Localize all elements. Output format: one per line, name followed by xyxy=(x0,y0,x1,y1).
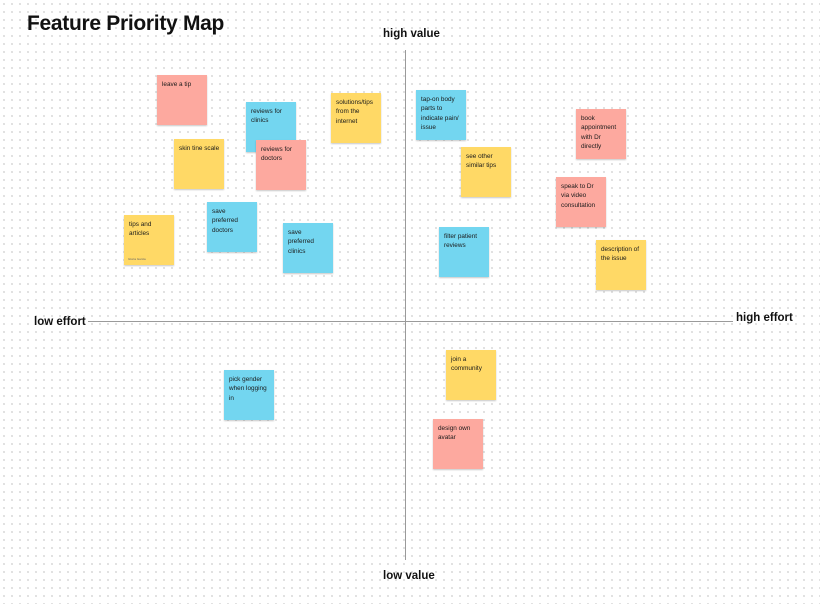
sticky-note-tap-on-body-parts[interactable]: tap-on body parts to indicate pain/ issu… xyxy=(416,90,466,140)
sticky-note-filter-patient-reviews[interactable]: filter patient reviews xyxy=(439,227,489,277)
sticky-note-text: leave a tip xyxy=(162,81,192,88)
sticky-note-text: reviews for clinics xyxy=(251,108,282,125)
sticky-note-text: solutions/tips from the internet xyxy=(336,99,373,125)
sticky-note-description-of-issue[interactable]: description of the issue xyxy=(596,240,646,290)
sticky-note-text: save preferred clinics xyxy=(288,229,314,255)
sticky-note-text: join a community xyxy=(451,356,482,373)
sticky-note-see-other-similar-tips[interactable]: see other similar tips xyxy=(461,147,511,197)
sticky-note-text: description of the issue xyxy=(601,246,640,263)
sticky-note-skin-tine-scale[interactable]: skin tine scale xyxy=(174,139,224,189)
sticky-note-text: skin tine scale xyxy=(179,145,220,152)
sticky-note-author: Gloria Garcia xyxy=(128,257,146,261)
board-title: Feature Priority Map xyxy=(27,12,225,35)
sticky-note-text: tips and articles xyxy=(129,221,152,238)
axis-label-high-value: high value xyxy=(383,28,440,40)
sticky-note-save-preferred-doctors[interactable]: save preferred doctors xyxy=(207,202,257,252)
axis-label-low-value: low value xyxy=(383,570,435,582)
sticky-note-book-appointment[interactable]: book appointment with Dr directly xyxy=(576,109,626,159)
sticky-note-text: filter patient reviews xyxy=(444,233,478,250)
sticky-note-text: tap-on body parts to indicate pain/ issu… xyxy=(421,96,459,131)
sticky-note-reviews-for-doctors[interactable]: reviews for doctors xyxy=(256,140,306,190)
sticky-note-text: pick gender when logging in xyxy=(229,376,267,402)
effort-axis-line xyxy=(88,321,733,322)
sticky-note-text: speak to Dr via video consultation xyxy=(561,183,596,209)
value-axis-line xyxy=(405,50,406,560)
sticky-note-leave-a-tip[interactable]: leave a tip xyxy=(157,75,207,125)
sticky-note-join-a-community[interactable]: join a community xyxy=(446,350,496,400)
sticky-note-pick-gender[interactable]: pick gender when logging in xyxy=(224,370,274,420)
axis-label-high-effort: high effort xyxy=(736,312,793,324)
sticky-note-text: design own avatar xyxy=(438,425,471,442)
sticky-note-save-preferred-clinics[interactable]: save preferred clinics xyxy=(283,223,333,273)
sticky-note-text: see other similar tips xyxy=(466,153,497,170)
sticky-note-text: book appointment with Dr directly xyxy=(581,115,617,150)
sticky-note-text: reviews for doctors xyxy=(261,146,292,163)
axis-label-low-effort: low effort xyxy=(34,316,86,328)
sticky-note-design-own-avatar[interactable]: design own avatar xyxy=(433,419,483,469)
sticky-note-solutions-tips[interactable]: solutions/tips from the internet xyxy=(331,93,381,143)
sticky-note-text: save preferred doctors xyxy=(212,208,238,234)
sticky-note-video-consultation[interactable]: speak to Dr via video consultation xyxy=(556,177,606,227)
